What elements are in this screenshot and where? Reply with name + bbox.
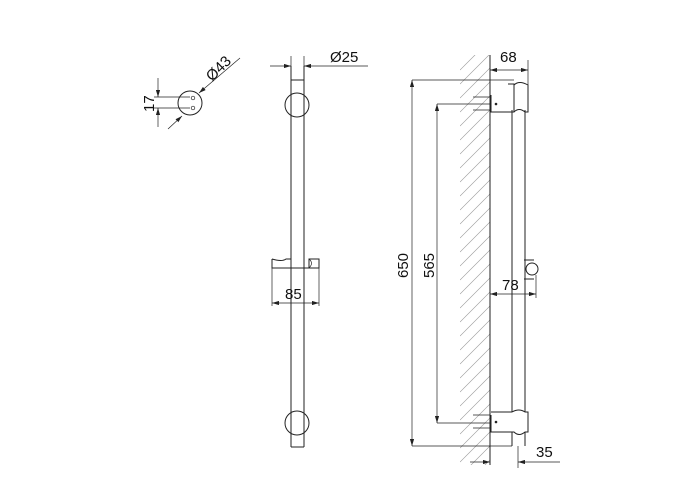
hatch-line	[460, 277, 490, 309]
dim-43: Ø43	[203, 53, 235, 85]
side-holder	[524, 259, 534, 280]
hatch-line	[460, 431, 490, 463]
hatch-line	[460, 263, 490, 295]
hand-shower-holder	[271, 258, 320, 269]
hatch-line	[460, 151, 490, 183]
hatch-line	[460, 179, 490, 211]
hatch-line	[470, 445, 490, 465]
hatch-line	[460, 95, 490, 127]
hatch-line	[460, 193, 490, 225]
dim-17: 17	[141, 95, 158, 112]
hatch-line	[460, 235, 490, 267]
hatch-line	[460, 319, 490, 351]
hatch-line	[460, 221, 490, 253]
hatch-line	[460, 347, 490, 379]
hatch-line	[460, 249, 490, 281]
hatch-line	[460, 109, 490, 141]
top-view: 17 Ø43	[141, 53, 241, 130]
dim-68: 68	[500, 49, 517, 66]
side-view: 78 68 650 565 35	[395, 49, 560, 500]
hatch-line	[460, 291, 490, 323]
hatch-line	[460, 403, 490, 435]
hatch-line	[460, 488, 490, 500]
hatch-line	[460, 389, 490, 421]
hatch-line	[460, 333, 490, 365]
dim-35: 35	[536, 444, 553, 461]
wall-hatch	[460, 55, 490, 500]
dim-565: 565	[421, 253, 438, 278]
dim-85: 85	[285, 286, 302, 303]
hatch-line	[460, 417, 490, 449]
hatch-line	[460, 123, 490, 155]
hatch-line	[460, 55, 476, 71]
wall-anchors	[473, 96, 490, 429]
hatch-line	[460, 207, 490, 239]
hatch-line	[460, 55, 490, 85]
hatch-line	[460, 137, 490, 169]
front-view: Ø25 85	[270, 49, 368, 448]
hatch-line	[460, 67, 490, 99]
hatch-line	[460, 165, 490, 197]
dim-25: Ø25	[330, 49, 358, 66]
hatch-line	[460, 474, 490, 500]
hatch-line	[460, 361, 490, 393]
dim-650: 650	[395, 253, 412, 278]
bracket-circle	[177, 90, 203, 116]
dim-78: 78	[502, 277, 519, 294]
hatch-line	[460, 305, 490, 337]
hatch-line	[484, 459, 490, 465]
hatch-line	[460, 375, 490, 407]
top-bracket	[490, 82, 529, 113]
